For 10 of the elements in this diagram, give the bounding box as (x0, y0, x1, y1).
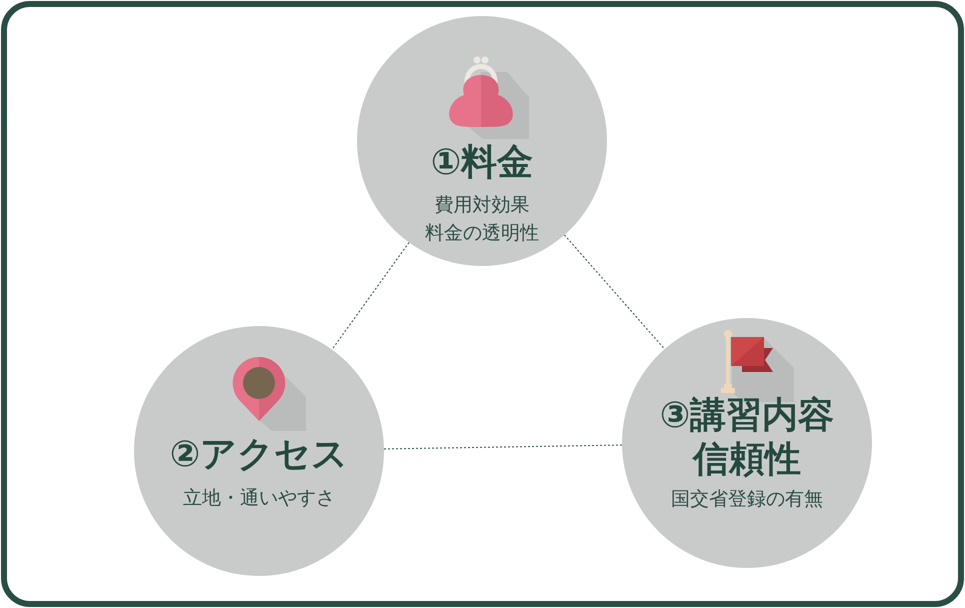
topic-description: 料金の透明性 (425, 221, 539, 246)
topic-description: 費用対効果 (434, 193, 530, 218)
topic-description: 立地・通いやすさ (183, 486, 335, 511)
connector-line (564, 234, 666, 350)
topic-heading: ①料金 (430, 141, 534, 185)
connector-line (383, 444, 623, 450)
topic-heading: ③講習内容信頼性 (658, 394, 836, 482)
connector-line (332, 242, 410, 350)
topic-description: 国交省登録の有無 (671, 487, 823, 512)
topic-heading: ②アクセス (170, 433, 348, 477)
